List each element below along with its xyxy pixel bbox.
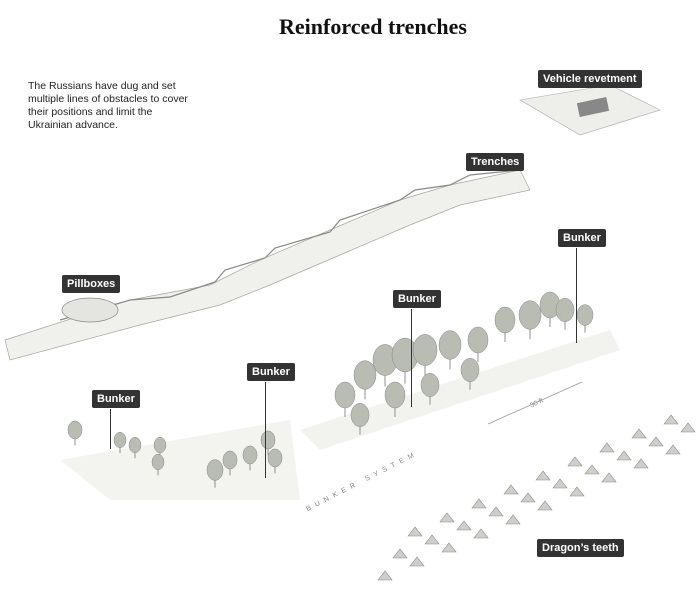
dragons-tooth [569, 486, 585, 497]
dragons-tooth [377, 570, 393, 581]
tree [153, 436, 167, 454]
label-bunker: Bunker [558, 229, 606, 247]
dragons-tooth [471, 498, 487, 509]
dragons-tooth [439, 512, 455, 523]
dragons-tooth [601, 472, 617, 483]
tree [67, 420, 83, 440]
tree [151, 453, 165, 471]
dragons-tooth [503, 484, 519, 495]
tree [242, 445, 258, 465]
dragons-tooth [599, 442, 615, 453]
leader-line [265, 382, 266, 478]
dragons-tooth [520, 492, 536, 503]
label-bunker: Bunker [92, 390, 140, 408]
dragons-tooth [584, 464, 600, 475]
label-bunker: Bunker [393, 290, 441, 308]
dragons-tooth [631, 428, 647, 439]
tree [334, 381, 356, 409]
revetment-sketch [519, 84, 661, 136]
intro-text: The Russians have dug and set multiple l… [28, 80, 188, 131]
tree [267, 448, 283, 468]
bunker-system-sketch [60, 330, 620, 500]
dragons-tooth [648, 436, 664, 447]
tree [460, 358, 480, 382]
dragons-tooth [567, 456, 583, 467]
dragons-teeth-sketch [377, 414, 696, 581]
trees [67, 291, 594, 488]
trench-sketch [4, 169, 531, 361]
dragons-tooth [633, 458, 649, 469]
tree [555, 298, 575, 322]
tree [353, 360, 377, 390]
tree [260, 430, 276, 450]
dragons-tooth [537, 500, 553, 511]
dragons-tooth [392, 548, 408, 559]
dragons-tooth [424, 534, 440, 545]
pillbox [61, 297, 119, 323]
label-dragons-teeth: Dragon’s teeth [537, 539, 624, 557]
tree [206, 459, 224, 481]
tree [518, 300, 542, 330]
tree [113, 431, 127, 449]
dragons-tooth [441, 542, 457, 553]
dragons-tooth [663, 414, 679, 425]
tree [467, 326, 489, 354]
leader-line [110, 409, 111, 449]
tree [576, 304, 594, 326]
dragons-tooth [456, 520, 472, 531]
tree [420, 373, 440, 397]
label-bunker: Bunker [247, 363, 295, 381]
leader-line [576, 248, 577, 343]
page-title: Reinforced trenches [279, 14, 467, 39]
dragons-tooth [616, 450, 632, 461]
tree [350, 403, 370, 427]
dragons-tooth [407, 526, 423, 537]
scale-arrow [487, 381, 583, 425]
label-vehicle-revetment: Vehicle revetment [538, 70, 642, 88]
dragons-tooth [488, 506, 504, 517]
dragons-tooth [680, 422, 696, 433]
label-pillboxes: Pillboxes [62, 275, 121, 293]
dragons-tooth [552, 478, 568, 489]
dragons-tooth [505, 514, 521, 525]
dragons-tooth [535, 470, 551, 481]
dragons-tooth [473, 528, 489, 539]
tree [384, 381, 406, 409]
tree [494, 306, 516, 334]
label-trenches: Trenches [466, 153, 525, 171]
tree [128, 436, 142, 454]
dragons-tooth [665, 444, 681, 455]
tree [222, 450, 238, 470]
tree [438, 330, 462, 360]
tree [412, 334, 438, 366]
leader-line [411, 309, 412, 407]
dragons-tooth [409, 556, 425, 567]
